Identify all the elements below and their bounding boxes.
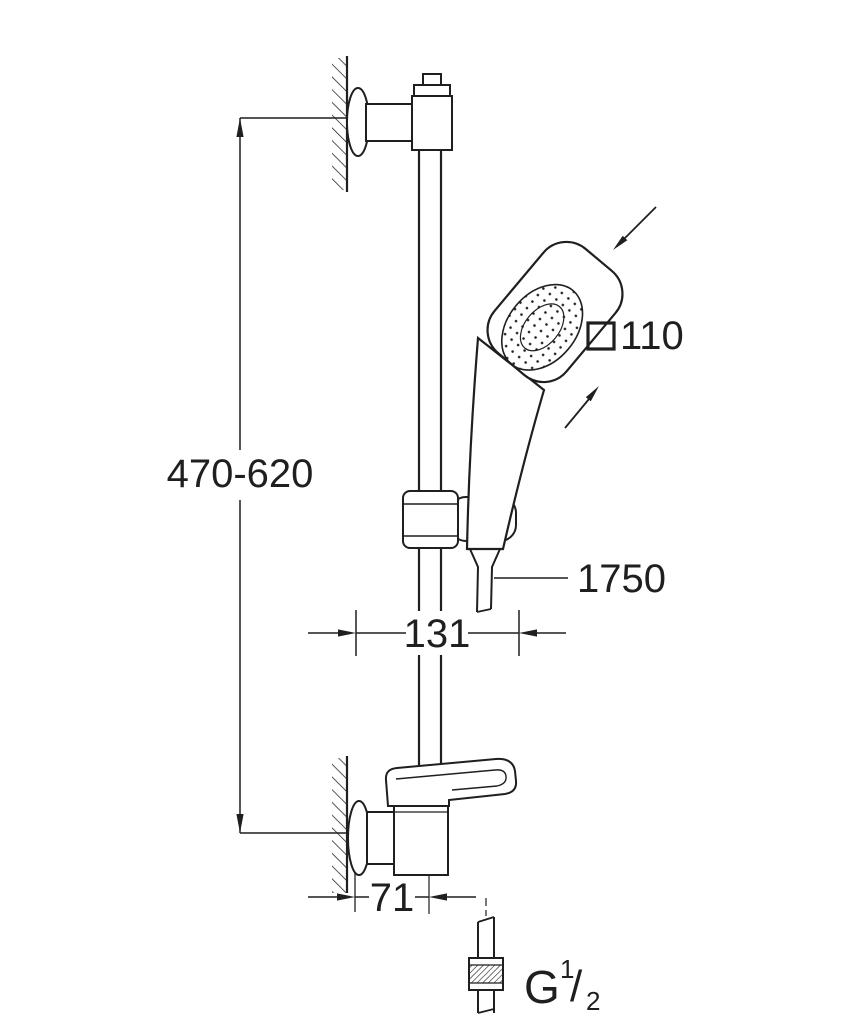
arrow-left <box>337 893 355 901</box>
head-arrow-bottom <box>585 386 599 402</box>
hose-top-cut <box>477 916 495 923</box>
thread-prefix: G <box>524 961 560 1013</box>
top-wall-bracket <box>346 73 453 157</box>
wall-bottom <box>332 756 349 893</box>
arrow-right <box>519 629 537 637</box>
hand-shower <box>465 240 624 551</box>
spray-face-inner-ring <box>519 303 565 352</box>
bottom-connector <box>366 811 398 865</box>
rail-clamp <box>411 95 453 151</box>
arrow-right <box>429 893 447 901</box>
head-arrow-top <box>613 235 628 250</box>
text-knockout <box>165 450 315 500</box>
arrow-left <box>338 629 356 637</box>
head-arrow-bottom-line <box>564 398 590 429</box>
shower-rail <box>417 96 443 800</box>
wall-bottom-hatch <box>332 758 347 893</box>
text-knockout <box>369 879 415 913</box>
dimension-head-width: 110 <box>564 206 684 429</box>
arrow-down <box>236 814 244 833</box>
square-symbol <box>586 321 616 351</box>
shower-head <box>486 240 624 384</box>
holder-collar <box>402 490 459 549</box>
thread-label: G 1 / 2 <box>524 954 600 1016</box>
hose-cut-end <box>476 608 492 613</box>
thread-slash: / <box>570 962 583 1011</box>
soap-shelf <box>384 757 518 807</box>
thread-numerator: 1 <box>560 954 574 984</box>
head-arrow-top-line <box>621 206 657 242</box>
rail-height-label: 470-620 <box>167 452 314 496</box>
shower-handle <box>465 335 546 551</box>
dimension-rail-height: 470-620 <box>165 117 408 834</box>
top-bracket-arm <box>365 103 417 142</box>
spray-face <box>500 283 584 371</box>
dimension-upper-offset: 131 <box>308 610 566 656</box>
hose-right-edge <box>490 548 501 610</box>
dimension-hose-length: 1750 <box>494 557 666 601</box>
head-width-label: 110 <box>620 314 684 358</box>
arrow-up <box>236 118 244 137</box>
wall-top-hatch <box>332 58 347 190</box>
hose-end-fitting <box>468 916 504 1014</box>
hose-bottom-cut <box>477 1008 495 1014</box>
bottom-wall-bracket <box>347 757 518 876</box>
wall-top <box>332 56 349 192</box>
lower-offset-label: 71 <box>370 876 415 920</box>
dimension-lower-offset: 71 <box>308 872 476 920</box>
text-knockout <box>406 611 468 655</box>
soap-shelf-inner-edge <box>395 769 507 791</box>
hose-left-edge <box>469 548 480 613</box>
shower-hose <box>469 548 501 613</box>
upper-offset-label: 131 <box>404 612 471 656</box>
hose-length-label: 1750 <box>577 557 666 601</box>
coupling-nut-knurl <box>470 965 502 983</box>
thread-denominator: 2 <box>586 986 600 1016</box>
